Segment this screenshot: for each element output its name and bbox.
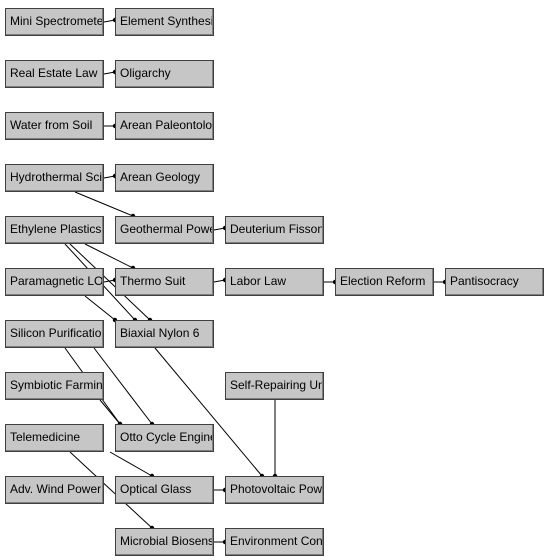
tech-node-label: Symbiotic Farming (10, 378, 102, 392)
tech-node-paramagnetic-lox[interactable]: Paramagnetic LOX (5, 268, 104, 296)
tech-node-pantisocracy[interactable]: Pantisocracy (445, 268, 544, 296)
tech-node-water-from-soil[interactable]: Water from Soil (5, 112, 104, 140)
tech-node-ethylene-plastics[interactable]: Ethylene Plastics (5, 216, 104, 244)
link-paramagnetic-lox-to-biaxial-nylon-6 (84, 295, 116, 321)
tech-node-label: Otto Cycle Engine (120, 430, 212, 444)
tech-node-label: Water from Soil (10, 118, 93, 132)
tech-node-thermo-suit[interactable]: Thermo Suit (115, 268, 214, 296)
tech-node-optical-glass[interactable]: Optical Glass (115, 476, 214, 504)
tech-node-real-estate-law[interactable]: Real Estate Law (5, 60, 104, 88)
tech-node-biaxial-nylon-6[interactable]: Biaxial Nylon 6 (115, 320, 214, 348)
tech-node-label: Pantisocracy (450, 274, 519, 288)
link-paramagnetic-lox-to-thermo-suit (103, 279, 116, 283)
tech-node-arean-geology[interactable]: Arean Geology (115, 164, 214, 192)
tech-node-environment-controls[interactable]: Environment Controls (225, 528, 324, 556)
tech-node-label: Real Estate Law (10, 66, 98, 80)
tech-node-label: Oligarchy (120, 66, 171, 80)
tech-node-deuterium-fisson[interactable]: Deuterium Fisson (225, 216, 324, 244)
tech-node-label: Ethylene Plastics (10, 222, 102, 236)
tech-node-label: Environment Controls (230, 534, 322, 548)
tech-node-label: Deuterium Fisson (230, 222, 322, 236)
tech-node-symbiotic-farming[interactable]: Symbiotic Farming (5, 372, 104, 400)
link-hydrothermal-science-to-geothermal-power (74, 191, 134, 217)
link-thermo-suit-to-labor-law (213, 279, 226, 283)
tech-node-mini-spectrometers[interactable]: Mini Spectrometers (5, 8, 104, 36)
tech-node-telemedicine[interactable]: Telemedicine (5, 424, 104, 452)
tech-node-label: Thermo Suit (120, 274, 186, 288)
tech-node-label: Mini Spectrometers (10, 14, 102, 28)
tech-node-label: Photovoltaic Power (230, 482, 322, 496)
tech-node-label: Telemedicine (10, 430, 81, 444)
tech-node-label: Optical Glass (120, 482, 192, 496)
tech-node-label: Labor Law (230, 274, 287, 288)
tech-node-microbial-biosensors[interactable]: Microbial Biosensors (115, 528, 214, 556)
tech-node-label: Arean Paleontology (120, 118, 212, 132)
tech-node-label: Biaxial Nylon 6 (120, 326, 200, 340)
tech-node-otto-cycle-engine[interactable]: Otto Cycle Engine (115, 424, 214, 452)
tech-node-label: Self-Repairing Units (230, 378, 322, 392)
tech-node-election-reform[interactable]: Election Reform (335, 268, 434, 296)
tech-node-label: Arean Geology (120, 170, 201, 184)
tech-node-label: Hydrothermal Science (10, 170, 102, 184)
link-ethylene-plastics-to-thermo-suit (84, 243, 134, 269)
tech-node-label: Silicon Purification (10, 326, 102, 340)
link-silicon-purification-to-optical-glass-2 (109, 451, 153, 477)
link-hydrothermal-science-to-arean-geology (103, 175, 116, 179)
tech-node-silicon-purification[interactable]: Silicon Purification (5, 320, 104, 348)
link-symbiotic-farming-to-otto-cycle-engine (99, 399, 121, 425)
tech-node-label: Adv. Wind Power (10, 482, 102, 496)
link-real-estate-law-to-oligarchy (103, 71, 116, 75)
tech-node-labor-law[interactable]: Labor Law (225, 268, 324, 296)
tech-node-self-repairing-units[interactable]: Self-Repairing Units (225, 372, 324, 400)
tech-node-element-synthesis[interactable]: Element Synthesis (115, 8, 214, 36)
tech-node-label: Paramagnetic LOX (10, 274, 102, 288)
link-biaxial-nylon-6-to-photovoltaic-power (154, 347, 263, 477)
tech-node-adv-wind-power[interactable]: Adv. Wind Power (5, 476, 104, 504)
link-mini-spectrometers-to-element-synthesis (103, 19, 116, 23)
tech-node-photovoltaic-power[interactable]: Photovoltaic Power (225, 476, 324, 504)
link-geothermal-power-to-deuterium-fisson (213, 227, 226, 231)
tech-node-arean-paleontology[interactable]: Arean Paleontology (115, 112, 214, 140)
tech-node-hydrothermal-science[interactable]: Hydrothermal Science (5, 164, 104, 192)
tech-node-label: Microbial Biosensors (120, 534, 212, 548)
tech-node-label: Election Reform (340, 274, 426, 288)
tech-node-geothermal-power[interactable]: Geothermal Power (115, 216, 214, 244)
tech-node-label: Element Synthesis (120, 14, 212, 28)
tech-node-label: Geothermal Power (120, 222, 212, 236)
tech-node-oligarchy[interactable]: Oligarchy (115, 60, 214, 88)
